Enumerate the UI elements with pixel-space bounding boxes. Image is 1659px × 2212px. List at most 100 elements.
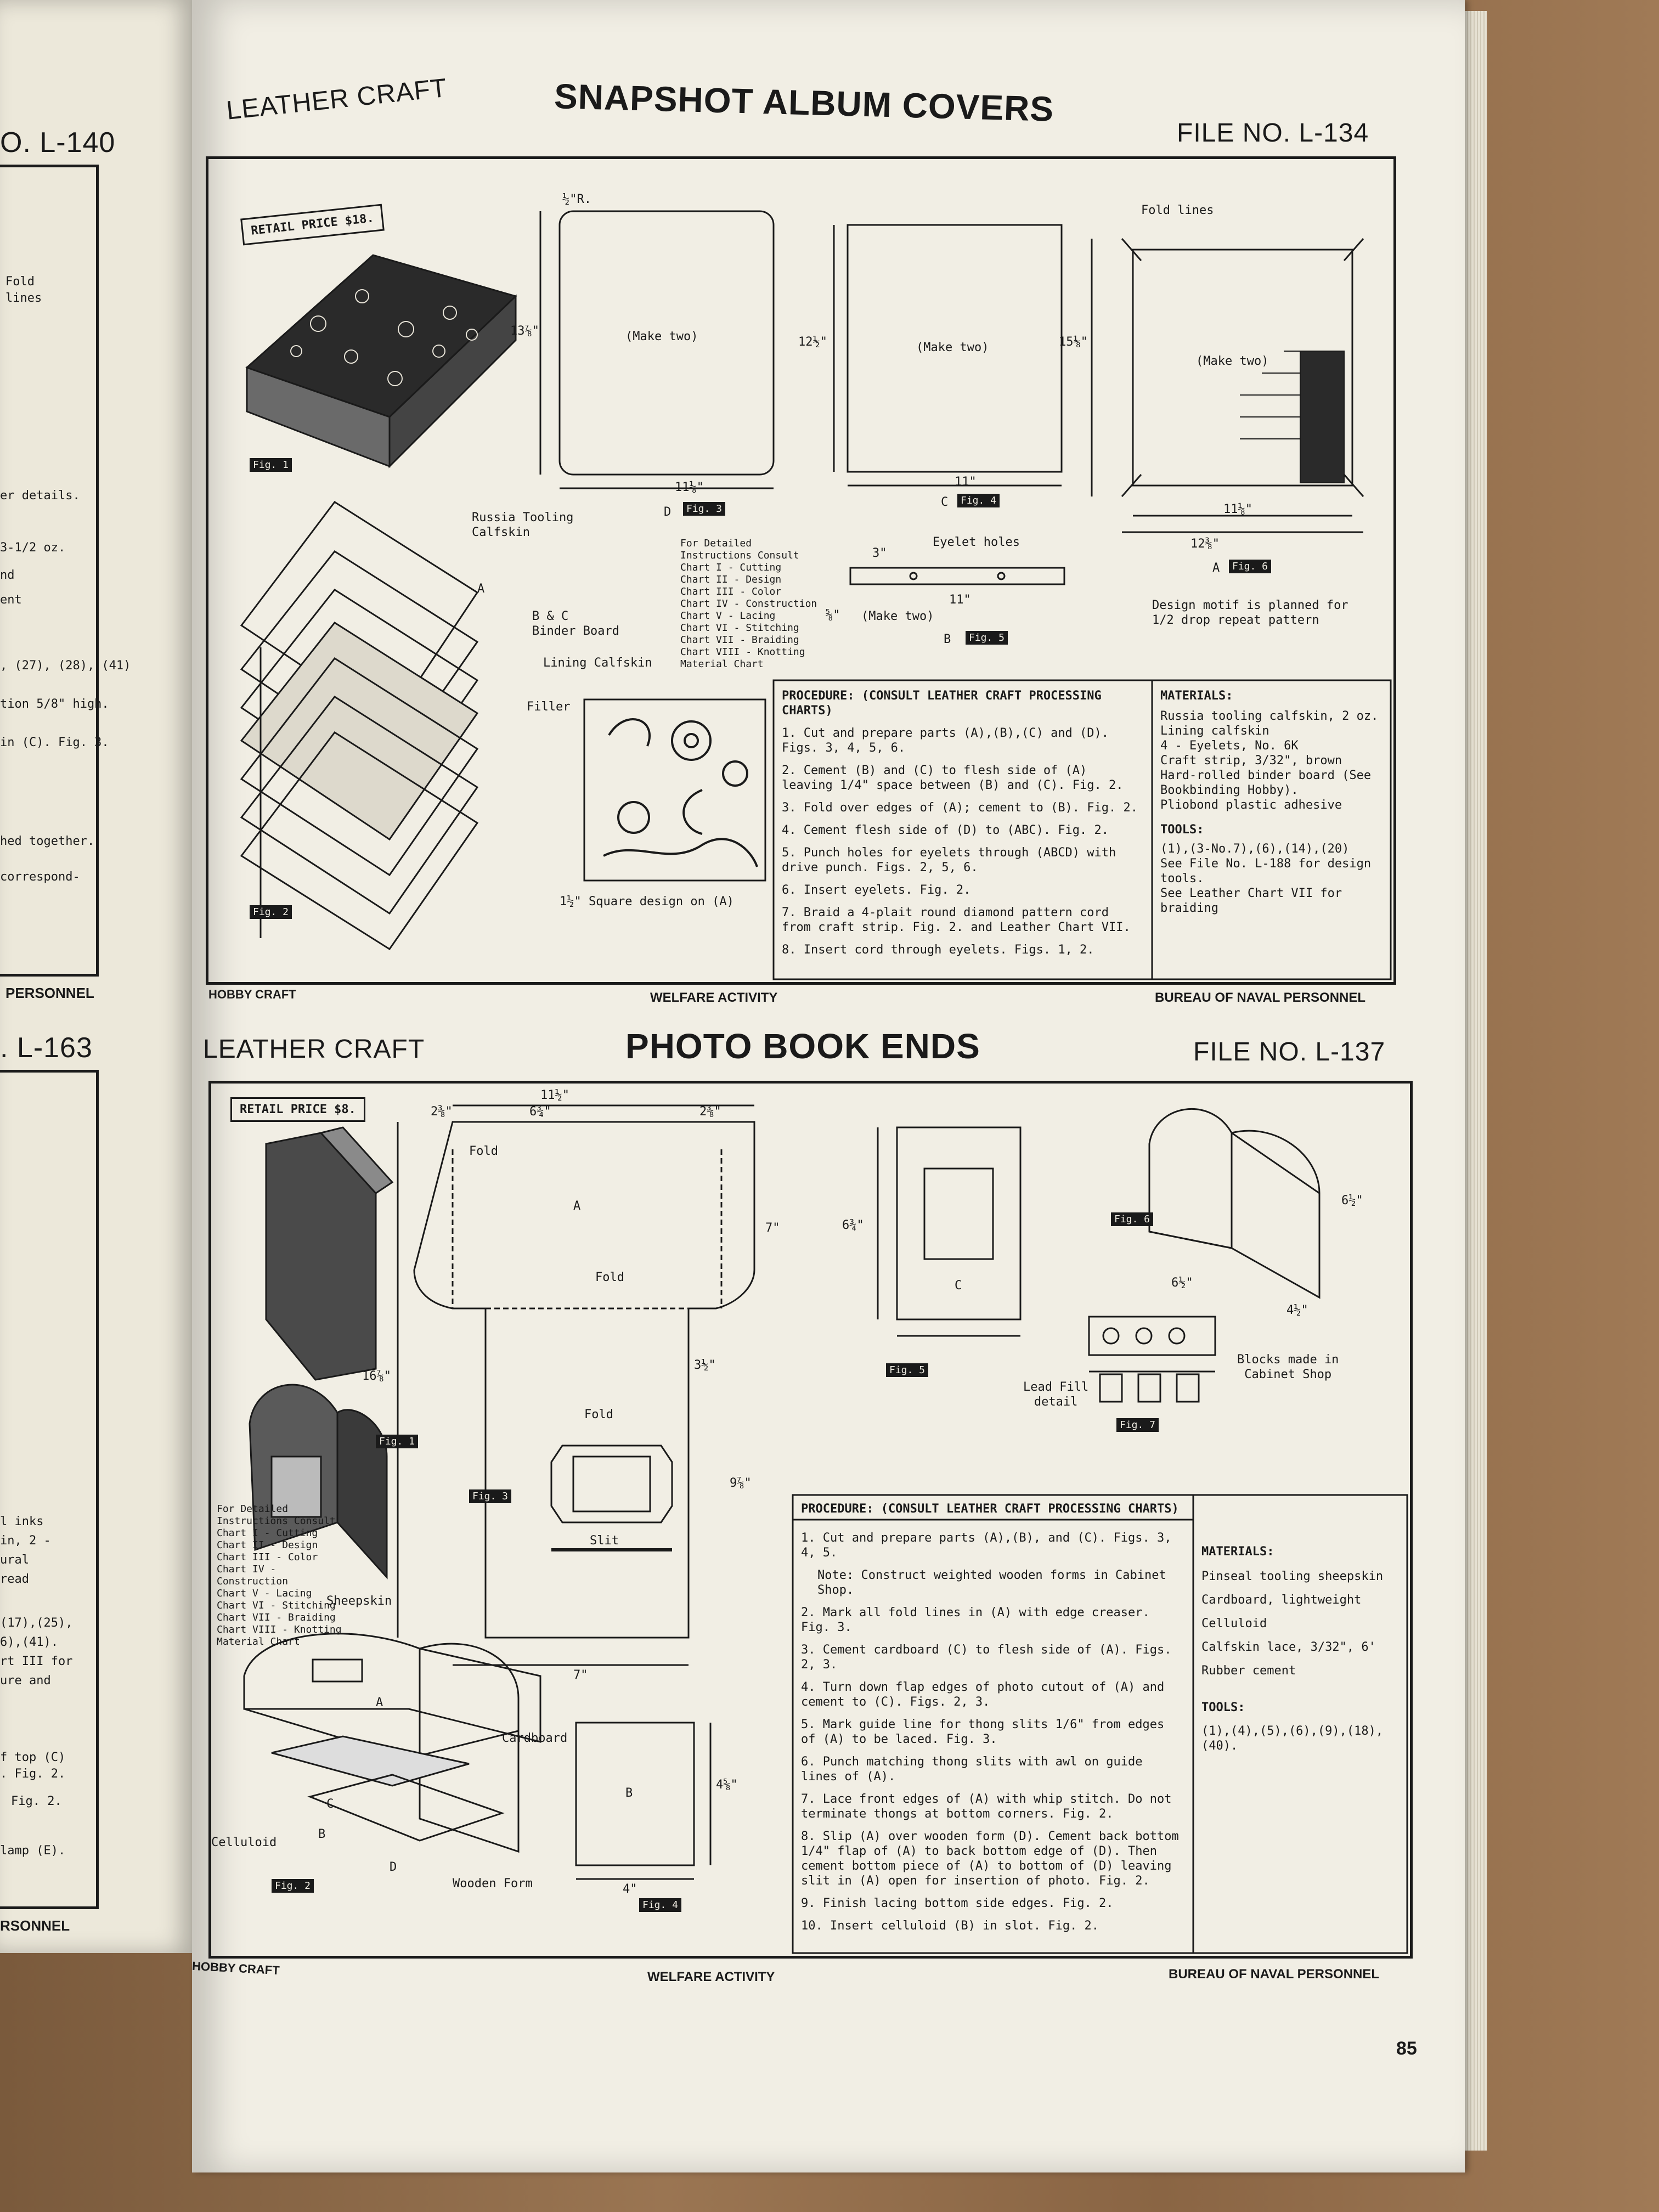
fig3-flap-left: 2⅜" xyxy=(431,1105,453,1119)
fig3-height: 16⅞" xyxy=(362,1369,391,1383)
top-footer-left: HOBBY CRAFT xyxy=(208,988,296,1001)
facing-top-text: tion 5/8" high. xyxy=(0,697,109,711)
top-procedure-box xyxy=(772,679,1392,980)
facing-bottom-text: 6),(41). xyxy=(0,1635,58,1649)
bottom-procedure-title: PROCEDURE: (CONSULT LEATHER CRAFT PROCES… xyxy=(801,1502,1179,1516)
wooden-form-label: Wooden Form xyxy=(453,1877,533,1891)
page-edges xyxy=(1465,11,1487,2151)
fig7-tag: Fig. 7 xyxy=(1116,1418,1159,1432)
design-motif-note: Design motif is planned for 1/2 drop rep… xyxy=(1152,599,1348,627)
bottom-footer-right: BUREAU OF NAVAL PERSONNEL xyxy=(1169,1967,1380,1982)
square-design-outline xyxy=(583,698,766,882)
fig2-part-a: A xyxy=(376,1696,383,1709)
facing-top-text: correspond- xyxy=(0,870,80,884)
fig3-width: 11⅛" xyxy=(675,481,704,494)
fig2-tag: Fig. 2 xyxy=(250,905,292,919)
facing-top-text: 3-1/2 oz. xyxy=(0,541,66,555)
fig2-part-d: D xyxy=(390,1860,397,1874)
facing-bottom-text: ure and xyxy=(0,1674,51,1688)
fig6-width: 4½" xyxy=(1286,1304,1308,1317)
facing-top-text: , (27), (28), (41) xyxy=(0,659,131,673)
facing-top-fold: Fold xyxy=(5,275,35,289)
russia-tooling-label: Russia Tooling Calfskin xyxy=(472,511,574,539)
facing-top-text: er details. xyxy=(0,489,80,503)
bottom-retail-price: RETAIL PRICE $8. xyxy=(230,1097,365,1122)
facing-bottom-text: l inks xyxy=(0,1515,44,1528)
facing-top-personnel: PERSONNEL xyxy=(5,985,94,1001)
fig4-width: 4" xyxy=(623,1882,637,1896)
fig5-part-c: C xyxy=(955,1279,962,1293)
facing-bottom-text: ural xyxy=(0,1553,29,1567)
fig6-tag: Fig. 6 xyxy=(1111,1212,1154,1226)
bc-binder-label: B & C Binder Board xyxy=(532,610,619,638)
fig3-inner-height: 3½" xyxy=(694,1358,716,1372)
blocks-made-label: Blocks made in Cabinet Shop xyxy=(1237,1353,1339,1381)
fig6-tag: Fig. 6 xyxy=(1229,560,1272,573)
exploded-form-illustration xyxy=(243,1633,541,1853)
fig4-part-b-outline xyxy=(575,1722,695,1866)
top-title: SNAPSHOT ALBUM COVERS xyxy=(554,76,1054,129)
facing-bottom-frame xyxy=(0,1070,99,1909)
fig3-part-a: A xyxy=(573,1199,581,1213)
facing-bottom-text: Fig. 2. xyxy=(11,1795,62,1808)
facing-bottom-text: read xyxy=(0,1572,29,1586)
fig3-lower-height: 9⅞" xyxy=(730,1476,752,1490)
fig6-part-a-outline xyxy=(1132,249,1353,487)
fig3-width-mid: 6¾" xyxy=(529,1105,551,1119)
fig3-fold-mid: Fold xyxy=(595,1271,624,1284)
facing-top-text: nd xyxy=(0,568,15,582)
bottom-file-no: FILE NO. L-137 xyxy=(1193,1037,1386,1066)
book-ends-illustration xyxy=(249,1126,394,1579)
square-design-label: 1½" Square design on (A) xyxy=(560,895,734,909)
fig2-tag: Fig. 2 xyxy=(272,1879,314,1893)
fig4-height: 4⅝" xyxy=(716,1778,738,1792)
facing-bottom-text: lamp (E). xyxy=(0,1844,66,1858)
fig3-part-label: D xyxy=(664,505,672,519)
fig6-outer-width: 12⅜" xyxy=(1190,537,1220,551)
top-sheet-frame: RETAIL PRICE $18. xyxy=(206,156,1396,985)
fig5-tag: Fig. 5 xyxy=(886,1363,929,1377)
fig6-height: 6½" xyxy=(1341,1194,1363,1207)
fig3-make-two: (Make two) xyxy=(625,330,698,343)
fig5-part-b-outline xyxy=(849,567,1065,585)
cardboard-label: Cardboard xyxy=(502,1731,568,1745)
fig5-width: 11" xyxy=(949,593,971,607)
fig4-part-c-outline xyxy=(847,224,1063,473)
fig3-radius: ½"R. xyxy=(562,193,591,206)
facing-bottom-text: . Fig. 2. xyxy=(0,1767,66,1781)
page-number: 85 xyxy=(1396,2038,1417,2059)
facing-bottom-personnel: RSONNEL xyxy=(0,1917,70,1934)
top-file-no: FILE NO. L-134 xyxy=(1177,119,1369,148)
fig1-tag: Fig. 1 xyxy=(250,458,292,472)
fig5-make-two: (Make two) xyxy=(861,610,934,623)
bottom-footer-center: WELFARE ACTIVITY xyxy=(647,1970,775,1984)
fig4-part-b: B xyxy=(625,1786,633,1800)
top-footer-center: WELFARE ACTIVITY xyxy=(650,990,778,1005)
eyelet-holes-label: Eyelet holes xyxy=(933,535,1020,549)
fig1-tag: Fig. 1 xyxy=(376,1435,419,1448)
fig3-flap-right: 2⅜" xyxy=(699,1105,721,1119)
bottom-drawings xyxy=(243,1104,1408,1954)
album-illustration xyxy=(245,254,517,469)
top-footer-right: BUREAU OF NAVAL PERSONNEL xyxy=(1155,990,1366,1005)
facing-bottom-text: rt III for xyxy=(0,1655,73,1668)
sheepskin-label: Sheepskin xyxy=(326,1594,392,1608)
fig3-width-top: 11½" xyxy=(540,1088,569,1102)
fig3-tag: Fig. 3 xyxy=(683,502,726,516)
top-category: LEATHER CRAFT xyxy=(225,73,449,126)
filler-label: Filler xyxy=(527,700,571,714)
fig6-make-two: (Make two) xyxy=(1196,354,1269,368)
fig3-height: 13⅞" xyxy=(510,324,539,338)
bottom-category: LEATHER CRAFT xyxy=(203,1035,425,1064)
fig4-part-label: C xyxy=(941,495,949,509)
fig6-inner-width: 11⅛" xyxy=(1223,503,1252,516)
bottom-sheet-frame: RETAIL PRICE $8. xyxy=(208,1081,1413,1959)
fig6-block-outline xyxy=(1148,1108,1321,1299)
fig4-tag: Fig. 4 xyxy=(957,494,1000,507)
facing-bottom-text: f top (C) xyxy=(0,1751,66,1764)
bottom-footer-left: HOBBY CRAFT xyxy=(191,1959,280,1978)
main-page: LEATHER CRAFT SNAPSHOT ALBUM COVERS FILE… xyxy=(191,0,1465,2172)
fig4-width: 11" xyxy=(955,475,977,489)
